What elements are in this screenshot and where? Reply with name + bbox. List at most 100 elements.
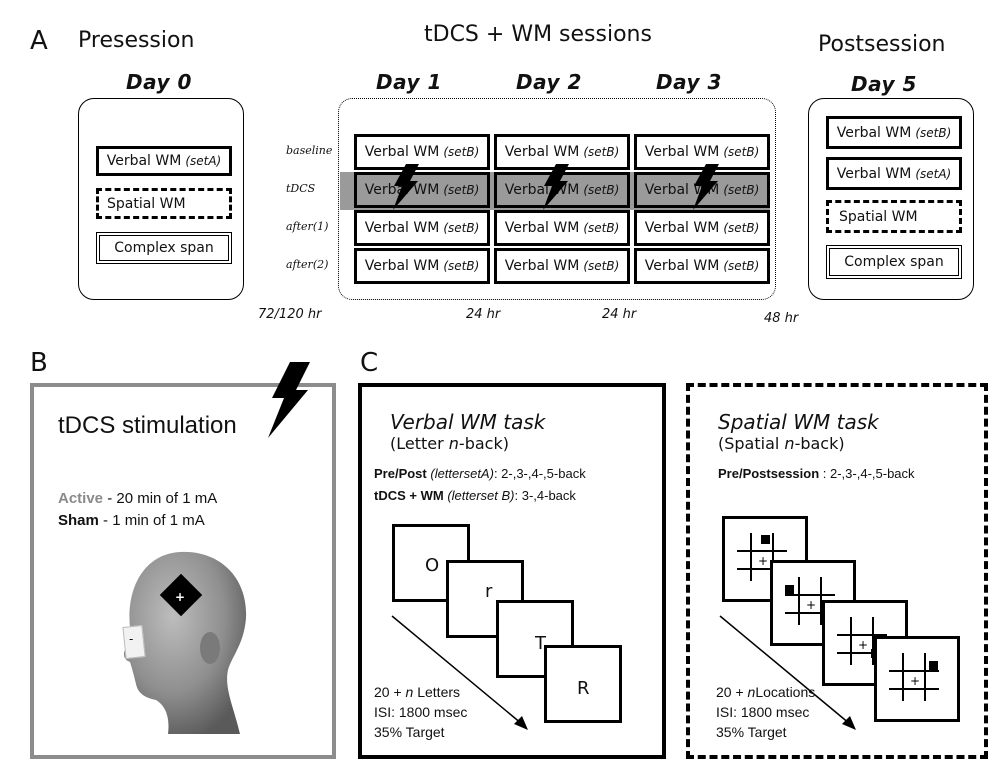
set-label: (setB) xyxy=(443,221,480,235)
day5-complex-box: Complex span xyxy=(826,245,962,279)
spatial-task-subtitle: (Spatial n-back) xyxy=(718,434,845,453)
spatial-info: 20 + nLocations ISI: 1800 msec 35% Targe… xyxy=(716,682,815,742)
count-n: n xyxy=(405,684,414,700)
minus-sign: - xyxy=(129,632,134,646)
set-label: (setB) xyxy=(443,145,480,159)
time-arrow xyxy=(391,615,528,730)
session-box-day3-row1: Verbal WM(setB) xyxy=(634,134,770,170)
count-pre: 20 + xyxy=(374,684,406,700)
verbal-label: Verbal WM xyxy=(644,144,720,160)
verbal-label: Verbal WM xyxy=(644,220,720,236)
sham-text: - 1 min of 1 mA xyxy=(98,512,205,529)
lightning-icon xyxy=(693,164,719,210)
tdcs-italic: (letterset B) xyxy=(443,488,515,503)
letter-card-4: R xyxy=(544,645,622,723)
verbal-label: Verbal WM xyxy=(364,220,440,236)
day0-label: Day 0 xyxy=(126,70,192,94)
subtitle-pre: (Spatial xyxy=(718,434,785,453)
set-label: (setB) xyxy=(583,145,620,159)
day0-verbal-box: Verbal WM(setA) xyxy=(96,146,232,176)
verbal-isi: ISI: 1800 msec xyxy=(374,704,468,720)
cathode-electrode xyxy=(122,625,146,659)
postsession-title: Postsession xyxy=(818,32,946,57)
session-box-day3-row3: Verbal WM(setB) xyxy=(634,210,770,246)
verbal-tdcs-line: tDCS + WM (letterset B): 3-,4-back xyxy=(374,488,576,503)
gap-label-3: 48 hr xyxy=(764,311,799,326)
prepost-bold: Pre/Post xyxy=(374,466,427,481)
set-label: (setA) xyxy=(915,166,952,181)
svg-text:+: + xyxy=(910,674,920,688)
count-post: Locations xyxy=(755,684,816,700)
location-grid: + xyxy=(889,653,939,701)
session-box-day1-row3: Verbal WM(setB) xyxy=(354,210,490,246)
location-card-4: + xyxy=(874,636,960,722)
gap-label-0: 72/120 hr xyxy=(258,307,322,322)
letter-2: r xyxy=(485,581,493,602)
session-box-day1-row2: Verbal WM(setB) xyxy=(354,172,490,208)
panel-a-label: A xyxy=(30,26,48,56)
verbal-label: Verbal WM xyxy=(504,144,580,160)
verbal-label: Verbal WM xyxy=(364,144,440,160)
location-grid: + xyxy=(785,577,835,625)
day5-verbal-b-box: Verbal WM(setB) xyxy=(826,116,962,149)
svg-text:+: + xyxy=(758,554,768,568)
set-label: (setB) xyxy=(583,183,620,197)
lightning-icon xyxy=(393,164,419,210)
set-label: (setB) xyxy=(723,145,760,159)
day3-label: Day 3 xyxy=(656,70,722,94)
verbal-task-subtitle: (Letter n-back) xyxy=(390,434,509,453)
day0-spatial-box: Spatial WM xyxy=(96,188,232,219)
panel-b-label: B xyxy=(30,348,48,378)
set-label: (setB) xyxy=(443,259,480,273)
day5-label: Day 5 xyxy=(851,72,917,96)
set-label: (setB) xyxy=(583,221,620,235)
verbal-info: 20 + n Letters ISI: 1800 msec 35% Target xyxy=(374,682,467,742)
set-label: (setB) xyxy=(723,259,760,273)
session-box-day1-row4: Verbal WM(setB) xyxy=(354,248,490,284)
session-box-day3-row4: Verbal WM(setB) xyxy=(634,248,770,284)
spatial-label: Spatial WM xyxy=(839,208,918,225)
complex-label: Complex span xyxy=(844,254,944,270)
presession-title: Presession xyxy=(78,28,195,53)
spatial-isi: ISI: 1800 msec xyxy=(716,704,810,720)
subtitle-pre: (Letter xyxy=(390,434,449,453)
gap-label-1: 24 hr xyxy=(466,307,501,322)
letter-4: R xyxy=(577,678,590,699)
plus-sign: + xyxy=(175,590,186,604)
session-box-day2-row3: Verbal WM(setB) xyxy=(494,210,630,246)
prepost-rest: : 2-,3-,4-,5-back xyxy=(493,466,586,481)
verbal-task-frame xyxy=(358,383,666,759)
prepost-italic: (lettersetA) xyxy=(426,466,494,481)
target-square xyxy=(929,661,938,670)
tdcs-rest: : 3-,4-back xyxy=(514,488,576,503)
verbal-label: Verbal WM xyxy=(836,165,912,182)
subtitle-n: n xyxy=(784,434,795,453)
session-box-day1-row1: Verbal WM(setB) xyxy=(354,134,490,170)
day5-box xyxy=(808,98,974,300)
set-label: (setA) xyxy=(185,154,222,168)
lightning-icon xyxy=(268,362,310,438)
head-illustration xyxy=(123,551,247,734)
location-card-1: + xyxy=(722,516,808,602)
day5-verbal-a-box: Verbal WM(setA) xyxy=(826,157,962,190)
row-label-tdcs: tDCS xyxy=(286,182,316,195)
day5-spatial-box: Spatial WM xyxy=(826,200,962,233)
row-label-after1: after(1) xyxy=(286,220,329,233)
svg-text:+: + xyxy=(858,638,868,652)
spatial-task-frame xyxy=(686,383,988,759)
sham-label: Sham xyxy=(58,512,99,529)
sessions-title: tDCS + WM sessions xyxy=(424,22,652,47)
time-arrow-spatial xyxy=(719,615,856,730)
subtitle-post: -back) xyxy=(458,434,509,453)
set-label: (setB) xyxy=(915,125,952,140)
panel-b-frame xyxy=(30,383,336,759)
set-label: (setB) xyxy=(723,183,760,197)
subtitle-post: -back) xyxy=(794,434,845,453)
verbal-label: Verbal WM xyxy=(364,258,440,274)
verbal-info-count: 20 + n Letters xyxy=(374,682,467,702)
spatial-target: 35% Target xyxy=(716,724,787,740)
spatial-prepost-bold: Pre/Postsession xyxy=(718,466,820,481)
row-label-baseline: baseline xyxy=(286,144,333,157)
target-square xyxy=(785,585,794,594)
spatial-prepost-rest: : 2-,3-,4-,5-back xyxy=(819,466,915,481)
